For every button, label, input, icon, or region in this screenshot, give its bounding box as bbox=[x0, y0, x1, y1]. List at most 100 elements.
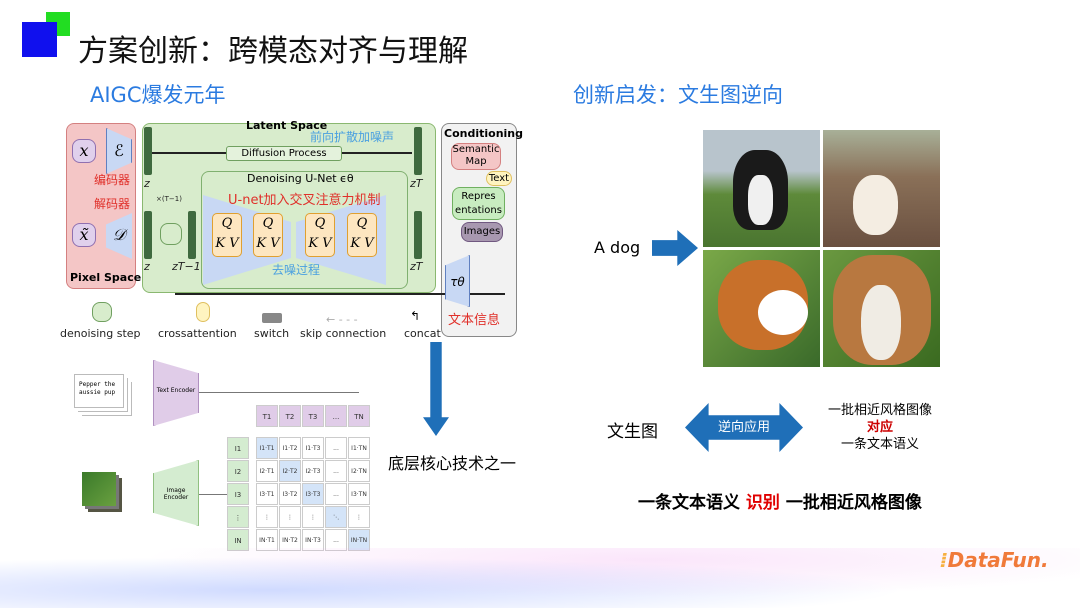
left-subtitle: AIGC爆发元年 bbox=[90, 83, 226, 107]
forward-noise-note: 前向扩散加噪声 bbox=[310, 130, 395, 144]
kv-label: K V bbox=[215, 236, 239, 251]
clip-diagram: Pepper the aussie pup Text Encoder Image… bbox=[60, 360, 380, 555]
conditioning-line bbox=[175, 293, 505, 295]
latent-z-bar bbox=[144, 127, 152, 175]
text-token: T1 bbox=[256, 405, 278, 427]
text-token: T2 bbox=[279, 405, 301, 427]
z-label: z bbox=[144, 260, 150, 273]
summary-recognize: 识别 bbox=[745, 493, 780, 513]
image-token: ⋮ bbox=[227, 506, 249, 528]
legend-crossattention: crossattention bbox=[158, 327, 237, 340]
latent-diffusion-diagram: Pixel Space Latent Space Conditioning Se… bbox=[60, 115, 530, 345]
crossattention-block: Q K V bbox=[212, 213, 242, 257]
datafun-logo: ⁞DataFun. bbox=[940, 548, 1049, 572]
result-line-1: 一批相近风格图像 bbox=[827, 403, 932, 418]
cond-text: Text bbox=[486, 171, 512, 186]
diffusion-process-box: Diffusion Process bbox=[226, 146, 342, 161]
skip-connection-legend-icon: ← - - - bbox=[326, 313, 358, 326]
legend-concat: concat bbox=[404, 327, 441, 340]
matrix-cell: I2·T3 bbox=[302, 460, 324, 482]
dog-image-1 bbox=[703, 130, 820, 247]
matrix-cell: I2·T2 bbox=[279, 460, 301, 482]
zT-label: zT bbox=[410, 260, 423, 273]
summary-text-semantic: 一条文本语义 bbox=[638, 493, 740, 513]
matrix-cell: I3·TN bbox=[348, 483, 370, 505]
encoder-note: 编码器 bbox=[94, 173, 131, 187]
latent-zT-bar bbox=[414, 127, 422, 175]
denoising-step-block bbox=[160, 223, 182, 245]
matrix-cell: ⋮ bbox=[302, 506, 324, 528]
matrix-cell: ⋮ bbox=[348, 506, 370, 528]
matrix-cell: I1·T1 bbox=[256, 437, 278, 459]
denoising-step-legend-icon bbox=[92, 302, 112, 322]
unet-label: Denoising U-Net ϵθ bbox=[247, 172, 354, 185]
q-label: Q bbox=[221, 216, 233, 231]
right-arrow-icon bbox=[652, 230, 698, 266]
matrix-cell: ... bbox=[325, 437, 347, 459]
image-token: IN bbox=[227, 529, 249, 551]
unet-note: U-net加入交叉注意力机制 bbox=[228, 193, 381, 208]
matrix-cell: IN·T1 bbox=[256, 529, 278, 551]
matrix-cell: I3·T2 bbox=[279, 483, 301, 505]
right-subtitle: 创新启发：文生图逆向 bbox=[573, 83, 783, 107]
dog-image-4 bbox=[823, 250, 940, 367]
text-encoder: Text Encoder bbox=[153, 360, 199, 426]
caption-card: Pepper the aussie pup bbox=[74, 374, 124, 408]
decorative-wave bbox=[0, 548, 1080, 608]
result-description: 一批相近风格图像 对应 一条文本语义 bbox=[810, 402, 950, 453]
output-x-tilde: x̃ bbox=[72, 223, 96, 247]
text-info-note: 文本信息 bbox=[448, 313, 501, 328]
image-token: I2 bbox=[227, 460, 249, 482]
matrix-cell: I3·T3 bbox=[302, 483, 324, 505]
datafun-logo-text: DataFun. bbox=[947, 548, 1049, 572]
generated-dog-grid bbox=[703, 130, 941, 368]
matrix-cell: I1·T3 bbox=[302, 437, 324, 459]
dog-photo-stack bbox=[82, 472, 116, 506]
matrix-cell: IN·TN bbox=[348, 529, 370, 551]
reverse-application-arrow: 逆向应用 bbox=[685, 403, 803, 452]
zT-label: zT bbox=[410, 177, 423, 190]
q-label: Q bbox=[356, 216, 368, 231]
matrix-cell: I2·TN bbox=[348, 460, 370, 482]
down-arrow-icon bbox=[423, 342, 449, 436]
latent-zT1-bar bbox=[188, 211, 196, 259]
crossattention-legend-icon bbox=[196, 302, 210, 322]
decoder-note: 解码器 bbox=[94, 197, 131, 211]
prompt-text: A dog bbox=[594, 238, 641, 257]
matrix-cell: ... bbox=[325, 529, 347, 551]
text-token: ... bbox=[325, 405, 347, 427]
text-token: TN bbox=[348, 405, 370, 427]
switch-legend-icon bbox=[262, 313, 282, 323]
q-label: Q bbox=[314, 216, 326, 231]
summary-line: 一条文本语义 识别 一批相近风格图像 bbox=[638, 488, 922, 513]
result-line-2: 对应 bbox=[866, 420, 893, 435]
image-token: I3 bbox=[227, 483, 249, 505]
matrix-cell: ⋮ bbox=[256, 506, 278, 528]
core-tech-label: 底层核心技术之一 bbox=[388, 454, 517, 473]
q-label: Q bbox=[262, 216, 274, 231]
page-title: 方案创新：跨模态对齐与理解 bbox=[78, 34, 468, 69]
matrix-cell: I1·T2 bbox=[279, 437, 301, 459]
latent-z-bar bbox=[144, 211, 152, 259]
input-x: x bbox=[72, 139, 96, 163]
crossattention-block: Q K V bbox=[347, 213, 377, 257]
image-token: I1 bbox=[227, 437, 249, 459]
matrix-cell: I2·T1 bbox=[256, 460, 278, 482]
zT1-label: zT−1 bbox=[172, 260, 201, 273]
matrix-cell: IN·T3 bbox=[302, 529, 324, 551]
matrix-cell: ⋮ bbox=[279, 506, 301, 528]
pixel-space-label: Pixel Space bbox=[70, 271, 142, 284]
dog-image-3 bbox=[703, 250, 820, 367]
legend-skip-connection: skip connection bbox=[300, 327, 387, 340]
dog-image-2 bbox=[823, 130, 940, 247]
latent-zT-bar bbox=[414, 211, 422, 259]
concat-legend-icon: ↰ bbox=[410, 309, 421, 323]
matrix-cell: ... bbox=[325, 483, 347, 505]
image-encoder: Image Encoder bbox=[153, 460, 199, 526]
text-encoder-line bbox=[199, 392, 359, 393]
matrix-cell: I3·T1 bbox=[256, 483, 278, 505]
result-line-3: 一条文本语义 bbox=[840, 437, 919, 452]
kv-label: K V bbox=[350, 236, 374, 251]
